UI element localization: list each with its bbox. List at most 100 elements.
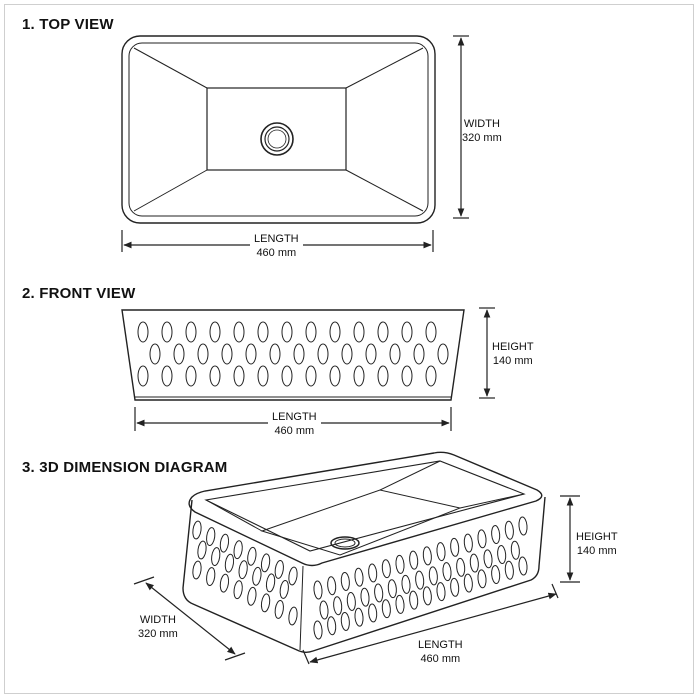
front-height-value: 140 mm bbox=[492, 355, 533, 367]
decor-oval bbox=[346, 591, 356, 611]
decor-oval bbox=[510, 540, 520, 560]
decor-oval bbox=[353, 321, 365, 343]
iso-length-value: 460 mm bbox=[420, 653, 461, 665]
decor-oval bbox=[518, 516, 528, 536]
front-view-title: 2. FRONT VIEW bbox=[22, 285, 136, 302]
decor-oval bbox=[425, 365, 437, 387]
decor-oval bbox=[224, 553, 235, 573]
iso-height-value: 140 mm bbox=[576, 545, 617, 557]
decor-oval bbox=[340, 611, 350, 631]
decor-oval bbox=[313, 580, 323, 600]
decor-oval bbox=[293, 343, 305, 365]
top-width-value: 320 mm bbox=[462, 132, 502, 144]
decor-oval bbox=[313, 620, 323, 640]
decor-oval bbox=[469, 553, 479, 573]
decor-oval bbox=[436, 582, 446, 602]
decor-oval bbox=[477, 569, 487, 589]
decor-oval bbox=[185, 321, 197, 343]
decor-oval bbox=[354, 607, 364, 627]
front-height-name: HEIGHT bbox=[492, 341, 534, 353]
decor-oval bbox=[317, 343, 329, 365]
decor-oval bbox=[211, 547, 221, 567]
decor-oval bbox=[327, 576, 337, 596]
decor-oval bbox=[333, 596, 343, 616]
top-width-label: WIDTH 320 mm bbox=[462, 117, 502, 145]
front-length-value: 460 mm bbox=[274, 425, 315, 437]
decor-oval bbox=[428, 566, 438, 586]
decor-oval bbox=[281, 365, 293, 387]
decor-oval bbox=[368, 603, 378, 623]
decor-oval bbox=[353, 365, 365, 387]
decor-oval bbox=[381, 559, 391, 579]
decor-oval bbox=[483, 549, 493, 569]
decor-oval bbox=[463, 533, 473, 553]
decor-oval bbox=[340, 571, 350, 591]
decor-oval bbox=[450, 577, 460, 597]
decor-oval bbox=[442, 562, 452, 582]
top-length-label: LENGTH 460 mm bbox=[250, 232, 303, 260]
decor-oval bbox=[252, 566, 262, 586]
iso-view-drawing bbox=[182, 451, 546, 653]
front-oval-pattern bbox=[137, 321, 449, 387]
decor-oval bbox=[161, 321, 173, 343]
decor-oval bbox=[497, 545, 507, 565]
iso-length-name: LENGTH bbox=[418, 639, 463, 651]
decor-oval bbox=[209, 365, 221, 387]
decor-oval bbox=[377, 321, 389, 343]
front-length-label: LENGTH 460 mm bbox=[268, 410, 321, 438]
decor-oval bbox=[247, 586, 257, 606]
decor-oval bbox=[192, 520, 202, 540]
decor-oval bbox=[425, 321, 437, 343]
decor-oval bbox=[409, 550, 419, 570]
iso-drain-icon bbox=[330, 536, 360, 550]
decor-oval bbox=[360, 587, 370, 607]
top-view-title: 1. TOP VIEW bbox=[22, 16, 114, 33]
decor-oval bbox=[401, 321, 413, 343]
decor-oval bbox=[274, 599, 284, 619]
front-height-label: HEIGHT 140 mm bbox=[492, 340, 534, 368]
decor-oval bbox=[161, 365, 173, 387]
decor-oval bbox=[329, 365, 341, 387]
decor-oval bbox=[247, 546, 257, 566]
decor-oval bbox=[437, 343, 449, 365]
decor-oval bbox=[137, 321, 149, 343]
decor-oval bbox=[197, 343, 209, 365]
drain-icon bbox=[260, 122, 294, 156]
decor-oval bbox=[422, 546, 432, 566]
front-view-drawing bbox=[121, 309, 465, 401]
iso-width-label: WIDTH 320 mm bbox=[138, 613, 178, 641]
decor-oval bbox=[381, 599, 391, 619]
decor-oval bbox=[491, 525, 501, 545]
decor-oval bbox=[279, 579, 289, 599]
decor-oval bbox=[260, 553, 271, 573]
decor-oval bbox=[409, 590, 419, 610]
decor-oval bbox=[504, 560, 514, 580]
decor-oval bbox=[245, 343, 257, 365]
decor-oval bbox=[329, 321, 341, 343]
decor-oval bbox=[173, 343, 185, 365]
decor-oval bbox=[281, 321, 293, 343]
decor-oval bbox=[288, 566, 298, 586]
iso-view-title: 3. 3D DIMENSION DIAGRAM bbox=[22, 459, 228, 476]
decor-oval bbox=[395, 554, 405, 574]
decor-oval bbox=[219, 533, 230, 553]
decor-oval bbox=[233, 540, 243, 560]
decor-oval bbox=[260, 593, 271, 613]
top-view-dimensions bbox=[121, 35, 469, 252]
decor-oval bbox=[463, 573, 473, 593]
decor-oval bbox=[137, 365, 149, 387]
decor-oval bbox=[319, 600, 329, 620]
decor-oval bbox=[192, 560, 202, 580]
decor-oval bbox=[365, 343, 377, 365]
decor-oval bbox=[238, 560, 248, 580]
decor-oval bbox=[257, 321, 269, 343]
top-length-value: 460 mm bbox=[256, 247, 297, 259]
decor-oval bbox=[233, 580, 243, 600]
front-length-name: LENGTH bbox=[272, 411, 317, 423]
iso-width-name: WIDTH bbox=[139, 614, 176, 626]
iso-view-dimensions bbox=[133, 495, 580, 665]
decor-oval bbox=[305, 321, 317, 343]
decor-oval bbox=[401, 574, 411, 594]
decor-oval bbox=[368, 563, 378, 583]
